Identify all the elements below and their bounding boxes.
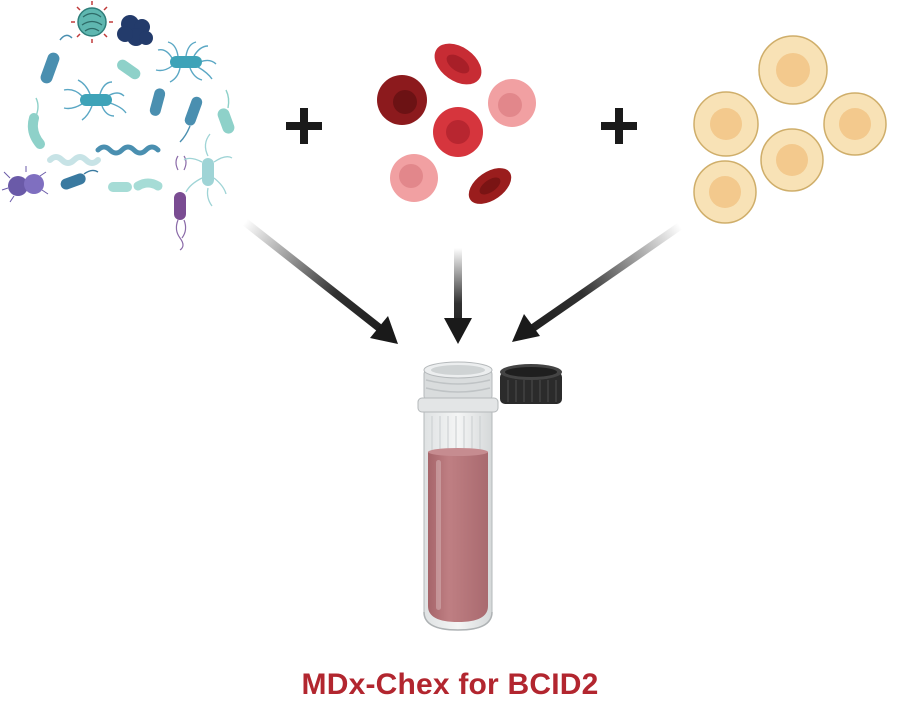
- white-blood-cells-group: [693, 35, 887, 224]
- red-blood-cell-icon: [377, 75, 427, 125]
- red-blood-cell-icon: [433, 107, 483, 157]
- white-blood-cell-icon: [693, 91, 759, 157]
- white-blood-cell-icon: [693, 160, 757, 224]
- bacteria-icon: [217, 89, 235, 134]
- red-blood-cell-icon: [488, 79, 536, 127]
- bacteria-icon: [63, 79, 127, 121]
- bacteria-icon: [27, 97, 45, 149]
- arrow-icon: [512, 222, 683, 342]
- bacteria-icon: [40, 34, 73, 84]
- bacteria-icon: [47, 154, 101, 166]
- arrow-icon: [242, 218, 398, 344]
- bacteria-icon: [179, 96, 203, 143]
- plus-icon: [286, 108, 322, 144]
- red-blood-cell-icon: [468, 168, 512, 204]
- bacteria-icon: [1, 166, 49, 203]
- bacteria-icon: [183, 133, 233, 207]
- bacteria-icon: [155, 41, 217, 83]
- arrow-icon: [444, 248, 472, 344]
- red-blood-cell-icon: [390, 154, 438, 202]
- bacteria-icon: [174, 155, 187, 251]
- virus-icon: [71, 1, 113, 43]
- white-blood-cell-icon: [823, 92, 887, 156]
- bacteria-icon: [149, 88, 166, 116]
- yeast-icon: [117, 15, 153, 46]
- white-blood-cell-icon: [758, 35, 828, 105]
- red-blood-cells-group: [377, 43, 536, 204]
- sample-vial-icon: [417, 361, 499, 631]
- bacteria-icon: [133, 178, 163, 191]
- caption-title: MDx-Chex for BCID2: [301, 668, 599, 701]
- white-blood-cell-icon: [760, 128, 824, 192]
- plus-icon: [601, 108, 637, 144]
- bacteria-icon: [108, 182, 132, 192]
- bacteria-icon: [95, 144, 161, 156]
- bacteria-icon: [117, 59, 141, 80]
- red-blood-cell-icon: [434, 43, 482, 85]
- vial-cap-icon: [500, 364, 562, 404]
- microorganisms-group: [1, 1, 235, 251]
- bacteria-icon: [60, 169, 99, 190]
